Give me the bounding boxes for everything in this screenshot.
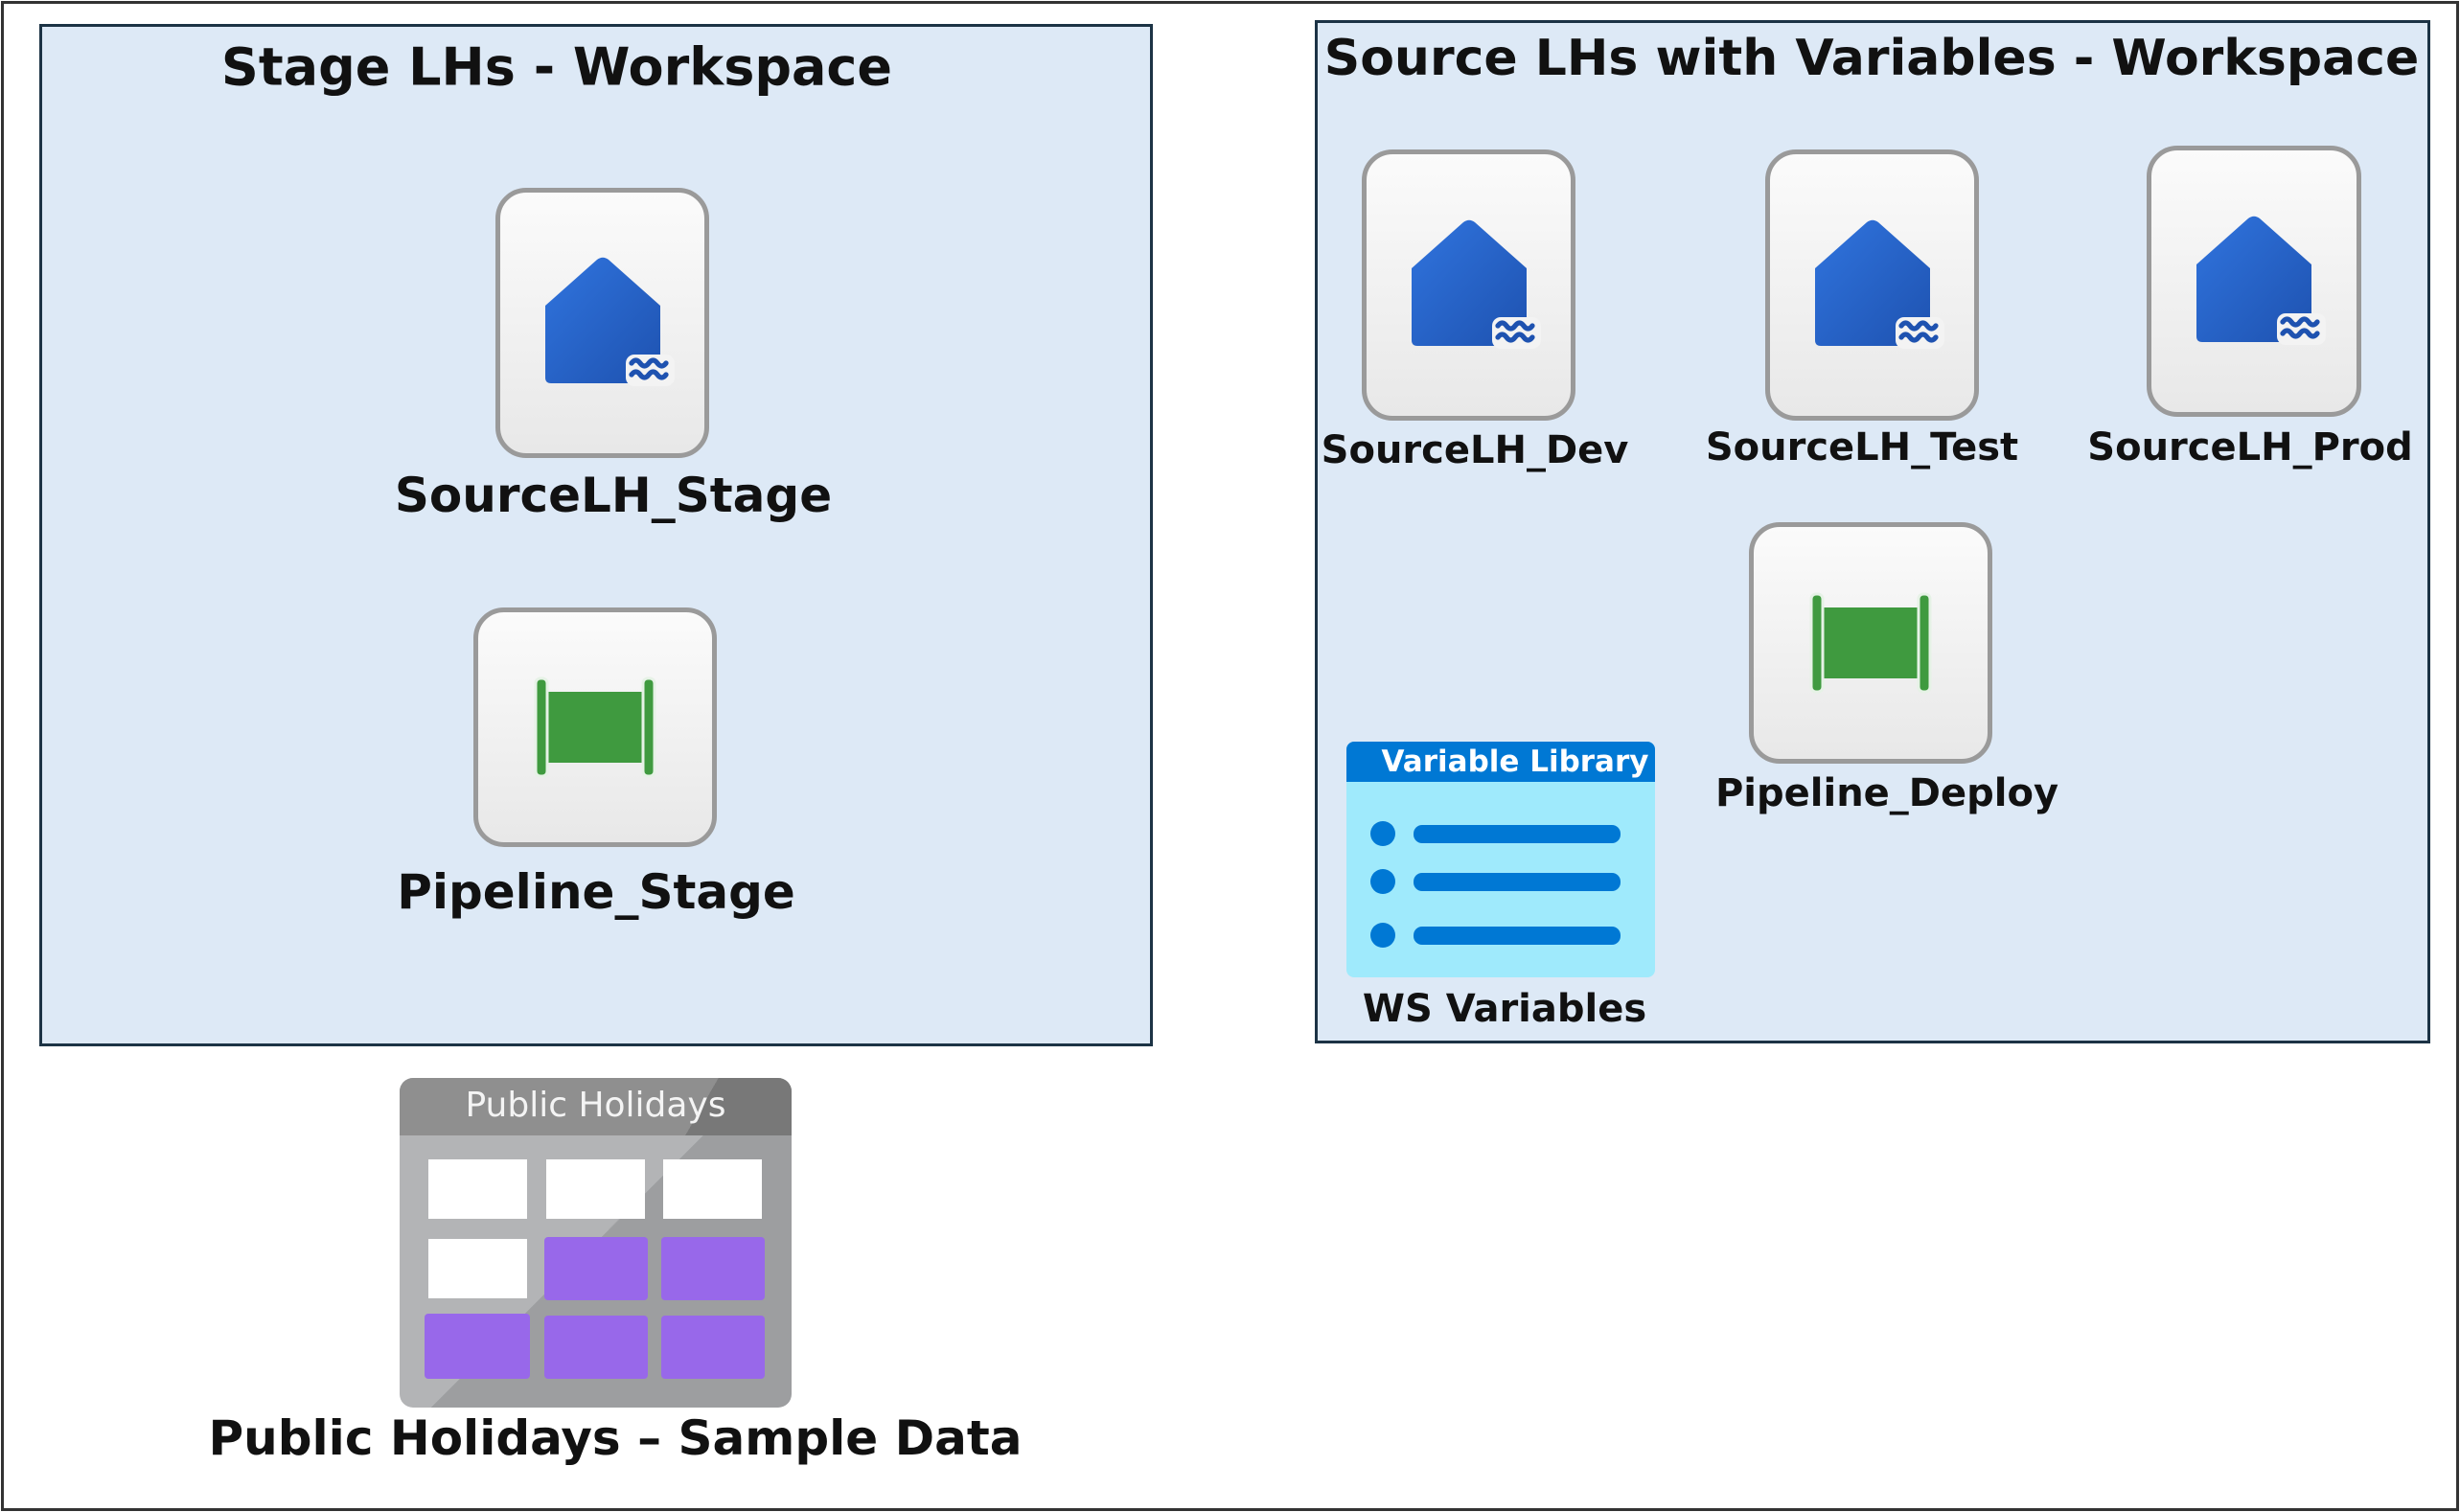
pipeline-tile-stage[interactable] (473, 607, 717, 847)
lakehouse-icon (544, 257, 675, 386)
variable-library-label: WS Variables (1362, 987, 1647, 1031)
lakehouse-icon (1814, 219, 1944, 349)
pipeline-tile-deploy[interactable] (1749, 522, 1992, 764)
lakehouse-label-test: SourceLH_Test (1705, 425, 2019, 470)
variable-library-header: Variable Library (1346, 742, 1655, 782)
lakehouse-icon (2196, 216, 2326, 345)
variable-library-icon[interactable]: Variable Library (1346, 742, 1655, 977)
lakehouse-icon (1411, 219, 1541, 349)
lakehouse-label-stage: SourceLH_Stage (394, 468, 833, 523)
source-workspace-title: Source LHs with Variables - Workspace (1323, 30, 2420, 87)
lakehouse-tile-stage[interactable] (495, 188, 709, 458)
pipeline-icon (1809, 592, 1932, 694)
table-grid-icon (425, 1159, 765, 1379)
pipeline-icon (534, 676, 656, 778)
stage-workspace-title: Stage LHs - Workspace (220, 36, 893, 98)
list-icon (1370, 821, 1621, 948)
table-icon[interactable]: Public Holidays (400, 1078, 792, 1408)
pipeline-label-stage: Pipeline_Stage (397, 864, 795, 920)
lakehouse-label-dev: SourceLH_Dev (1321, 428, 1629, 472)
pipeline-label-deploy: Pipeline_Deploy (1714, 771, 2059, 815)
lakehouse-label-prod: SourceLH_Prod (2087, 425, 2413, 470)
lakehouse-tile-test[interactable] (1765, 149, 1979, 421)
lakehouse-tile-dev[interactable] (1362, 149, 1575, 421)
lakehouse-tile-prod[interactable] (2147, 146, 2361, 417)
table-header: Public Holidays (400, 1078, 792, 1135)
sample-data-label: Public Holidays – Sample Data (208, 1410, 1023, 1466)
